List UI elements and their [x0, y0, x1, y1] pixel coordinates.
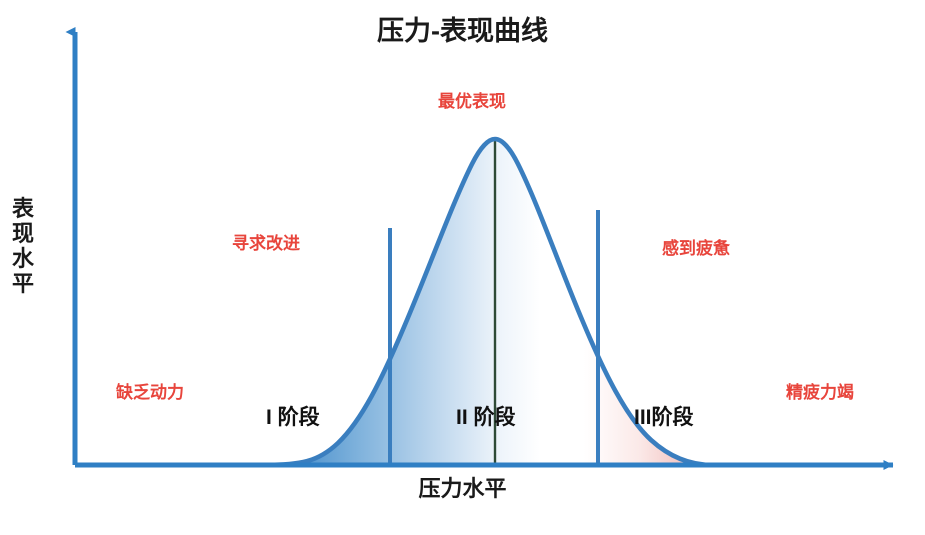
annotation-lack-of-motivation: 缺乏动力 [116, 383, 184, 402]
chart-title: 压力-表现曲线 [377, 16, 548, 46]
annotation-optimal-performance: 最优表现 [438, 92, 506, 111]
bell-curve-fill [265, 139, 712, 465]
annotation-burnout: 精疲力竭 [786, 383, 854, 402]
stage-label-three: III阶段 [634, 406, 694, 429]
y-axis-title: 表现水平 [11, 196, 34, 297]
bell-curve-line [262, 136, 815, 468]
annotation-seeking-improvement: 寻求改进 [232, 234, 300, 253]
annotation-feeling-fatigued: 感到疲惫 [662, 239, 730, 258]
stage-label-one: I 阶段 [266, 406, 320, 429]
x-axis-title: 压力水平 [418, 476, 507, 501]
stage-label-two: II 阶段 [456, 406, 516, 429]
